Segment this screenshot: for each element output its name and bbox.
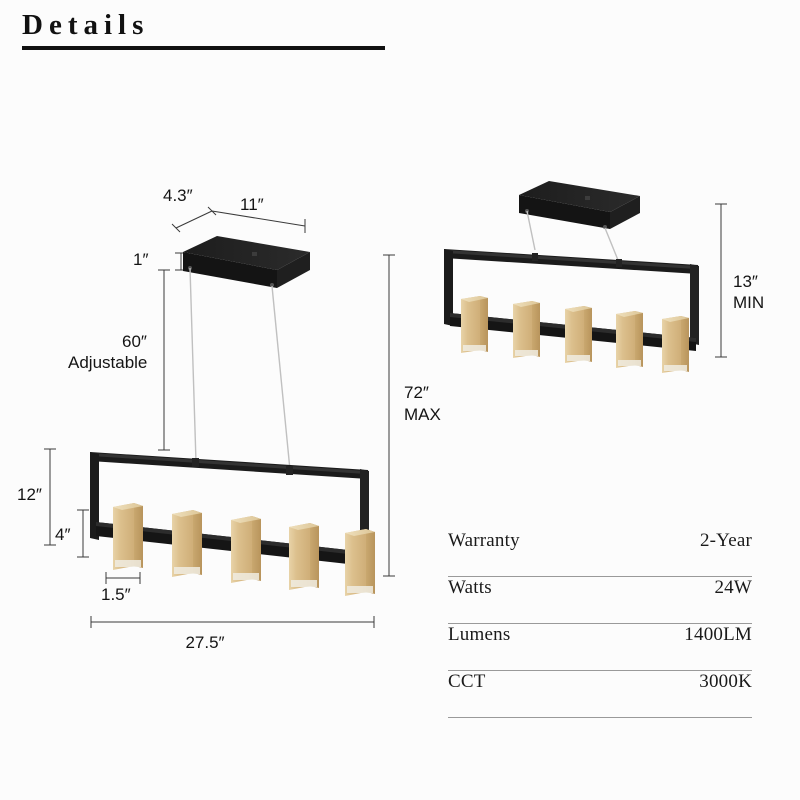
spec-value: 2-Year [699, 530, 752, 551]
dimension-label-max-drop-note: MAX [404, 405, 441, 424]
light-module [345, 529, 375, 596]
dimension-label-min-drop-value: 13″ [733, 272, 758, 291]
dimension-module-height: 4″ [55, 509, 89, 558]
dimension-max-drop: 72″ MAX [383, 254, 441, 577]
dimension-label-max-drop-value: 72″ [404, 383, 429, 402]
dimension-canopy-width: 11″ [211, 195, 306, 233]
dimension-label-overall-width: 27.5″ [185, 633, 224, 652]
dimension-canopy-depth: 4.3″ [163, 186, 217, 233]
page-header: Details [22, 8, 385, 50]
table-row: Lumens 1400LM [448, 624, 752, 671]
title-underline [22, 46, 385, 50]
table-row: Watts 24W [448, 577, 752, 624]
light-modules-main [113, 503, 375, 596]
dimension-label-canopy-width: 11″ [240, 195, 264, 214]
dimension-label-module-width: 1.5″ [101, 585, 131, 604]
light-module [513, 301, 540, 358]
dimension-module-width: 1.5″ [101, 572, 141, 604]
specification-table: Warranty 2-Year Watts 24W Lumens 1400LM … [448, 530, 752, 718]
dimension-label-module-height: 4″ [55, 525, 70, 544]
dimension-frame-height: 12″ [17, 448, 56, 546]
dimension-adjustable-drop: 60″ Adjustable [68, 269, 170, 451]
spec-label: Watts [448, 577, 492, 598]
spec-label: CCT [448, 671, 486, 692]
dimension-label-min-drop-note: MIN [733, 293, 764, 312]
spec-value: 24W [714, 577, 752, 598]
canopy-main [183, 236, 310, 288]
light-module [172, 510, 202, 577]
table-row: Warranty 2-Year [448, 530, 752, 577]
spec-value: 3000K [699, 671, 752, 692]
canopy-secondary [519, 181, 640, 229]
light-module [662, 316, 689, 373]
dimension-label-adjustable-value: 60″ [122, 332, 147, 351]
light-module [616, 311, 643, 368]
dimension-canopy-height: 1″ [133, 250, 187, 271]
suspension-cables-secondary [526, 210, 621, 266]
main-fixture-group: 4.3″ 11″ 1″ 60″ Adjustable [17, 186, 441, 652]
light-module [113, 503, 143, 570]
dimension-label-frame-height: 12″ [17, 485, 42, 504]
light-module [231, 516, 261, 583]
light-module [565, 306, 592, 363]
suspension-cables-main [189, 267, 291, 471]
light-module [461, 296, 488, 353]
table-row: CCT 3000K [448, 671, 752, 718]
dimension-overall-width: 27.5″ [90, 616, 375, 652]
spec-label: Warranty [448, 530, 520, 551]
spec-label: Lumens [448, 624, 511, 645]
dimension-label-canopy-depth: 4.3″ [163, 186, 193, 205]
secondary-fixture-group: 13″ MIN [444, 181, 764, 373]
light-modules-secondary [461, 296, 689, 373]
dimension-min-drop: 13″ MIN [715, 203, 764, 358]
page-title: Details [22, 9, 150, 41]
light-module [289, 523, 319, 590]
dimension-label-canopy-height: 1″ [133, 250, 148, 269]
spec-value: 1400LM [684, 624, 752, 645]
dimension-label-adjustable-note: Adjustable [68, 353, 147, 372]
